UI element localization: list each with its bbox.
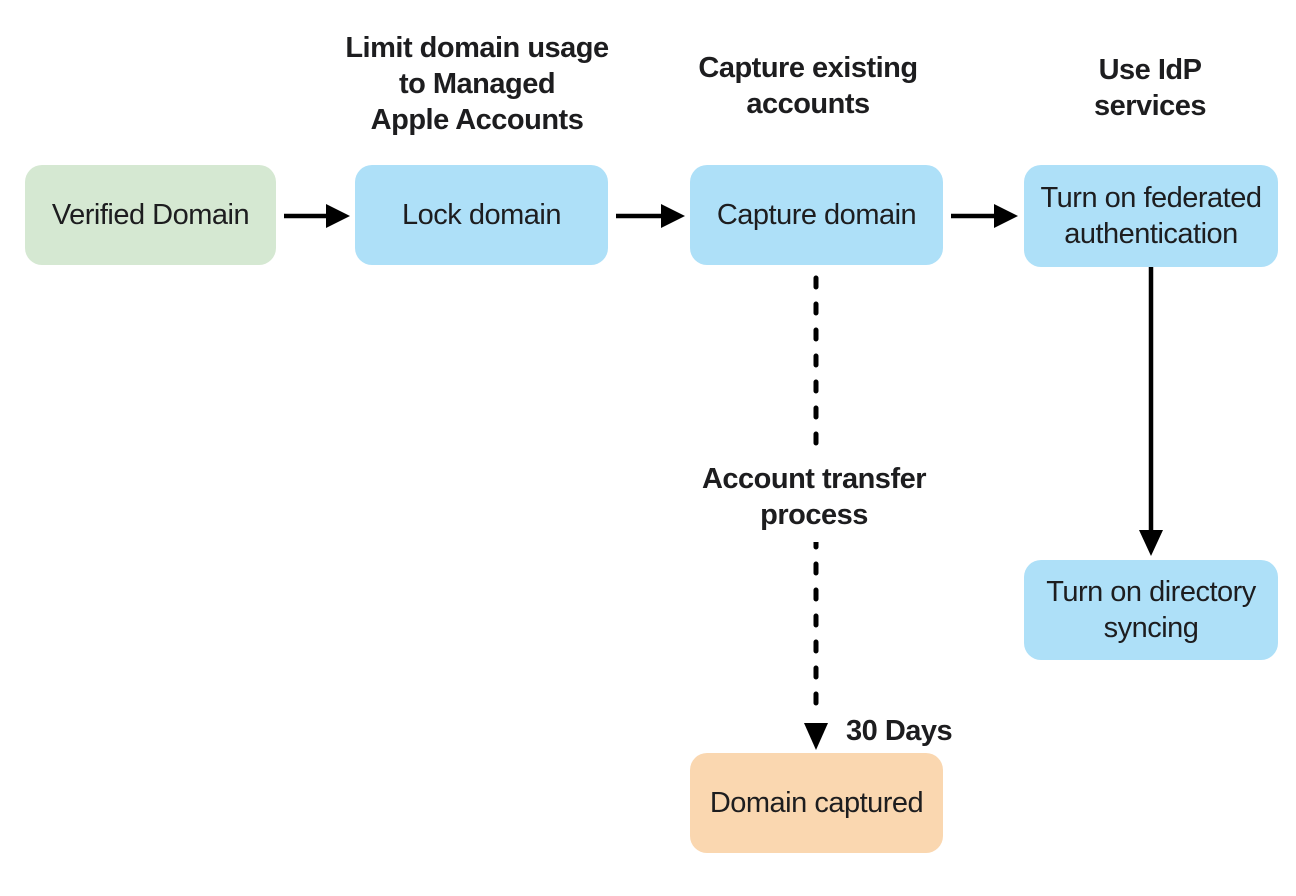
node-lock-domain: Lock domain [355, 165, 608, 265]
header-limit-domain-usage: Limit domain usage to Managed Apple Acco… [345, 32, 609, 136]
arrow-federated-to-directory [1139, 267, 1163, 556]
arrowhead-icon [994, 204, 1018, 228]
header-capture-existing-accounts: Capture existing accounts [698, 52, 918, 120]
label-30-days: 30 Days [846, 715, 953, 747]
node-verified-domain: Verified Domain [25, 165, 276, 265]
arrow-capture-to-captured-dashed [804, 275, 828, 750]
arrow-verified-to-lock [284, 204, 350, 228]
arrowhead-icon [661, 204, 685, 228]
node-capture-domain: Capture domain [690, 165, 943, 265]
arrow-capture-to-federated [951, 204, 1018, 228]
arrow-lock-to-capture [616, 204, 685, 228]
header-use-idp-services: Use IdP services [1093, 54, 1207, 122]
arrowhead-icon [1139, 530, 1163, 556]
label-account-transfer-process: Account transfer process [674, 452, 954, 542]
node-turn-on-directory-syncing: Turn on directory syncing [1024, 560, 1278, 660]
node-turn-on-federated-authentication: Turn on federated authentication [1024, 165, 1278, 267]
arrowhead-icon [804, 723, 828, 750]
arrowhead-icon [326, 204, 350, 228]
node-domain-captured: Domain captured [690, 753, 943, 853]
